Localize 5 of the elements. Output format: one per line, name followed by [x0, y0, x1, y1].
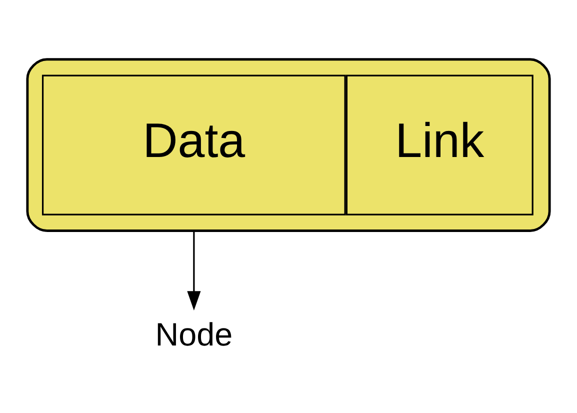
node-box: Data: [42, 74, 346, 216]
node-box: Link: [346, 74, 534, 216]
cluster: [26, 58, 551, 232]
node-text: Node: [155, 316, 233, 353]
arrow: [187, 230, 201, 311]
